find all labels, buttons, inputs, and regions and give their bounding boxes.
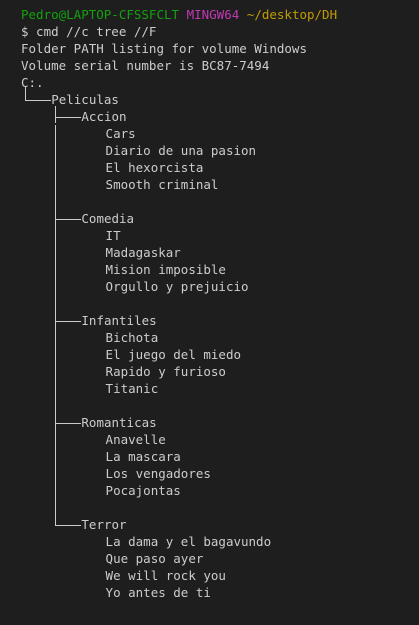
output-drive: C:.	[21, 75, 44, 90]
tree-connector	[54, 380, 56, 397]
tree-connector	[54, 227, 56, 244]
tree-connector	[54, 482, 56, 499]
file-item: Que paso ayer	[105, 551, 204, 566]
tree-connector	[54, 176, 56, 193]
folder-accion: Accion	[81, 109, 127, 124]
file-item: El juego del miedo	[105, 347, 242, 362]
tree-connector	[54, 414, 56, 431]
file-item: Titanic	[105, 381, 159, 396]
tree-connector	[54, 244, 56, 261]
file-item: Mision imposible	[105, 262, 226, 277]
tree-connector	[54, 106, 56, 123]
tree-connector	[54, 142, 56, 159]
folder-infantiles: Infantiles	[81, 313, 157, 328]
tree-connector	[54, 524, 82, 526]
root-folder: Peliculas	[51, 92, 119, 107]
prompt-path: ~/desktop/DH	[246, 7, 338, 22]
file-item: El hexorcista	[105, 160, 204, 175]
folder-terror: Terror	[81, 517, 127, 532]
output-header-2: Volume serial number is BC87-7494	[21, 58, 270, 73]
tree-connector	[54, 116, 82, 118]
tree-connector	[54, 210, 56, 227]
tree-connector	[54, 363, 56, 380]
file-item: Rapido y furioso	[105, 364, 226, 379]
tree-connector	[54, 422, 82, 424]
tree-connector	[24, 99, 52, 101]
tree-connector	[54, 159, 56, 176]
file-item: La dama y el bagavundo	[105, 534, 272, 549]
prompt-user-host: Pedro@LAPTOP-CFSSFCLT	[21, 7, 180, 22]
tree-connector	[54, 312, 56, 329]
tree-connector	[54, 320, 82, 322]
tree-connector	[54, 516, 56, 525]
tree-connector	[54, 295, 56, 312]
tree-connector	[54, 125, 56, 142]
file-item: Diario de una pasion	[105, 143, 257, 158]
tree-connector	[54, 261, 56, 278]
file-item: Cars	[105, 126, 136, 141]
tree-connector	[54, 448, 56, 465]
file-item: Anavelle	[105, 432, 166, 447]
file-item: We will rock you	[105, 568, 226, 583]
file-item: IT	[105, 228, 121, 243]
file-item: Smooth criminal	[105, 177, 219, 192]
tree-connector	[54, 346, 56, 363]
folder-comedia: Comedia	[81, 211, 135, 226]
tree-connector	[54, 329, 56, 346]
file-item: Los vengadores	[105, 466, 211, 481]
prompt-system: MINGW64	[186, 7, 240, 22]
tree-connector	[54, 465, 56, 482]
file-item: Madagaskar	[105, 245, 181, 260]
prompt-line: Pedro@LAPTOP-CFSSFCLT MINGW64 ~/desktop/…	[21, 6, 419, 23]
output-header-1: Folder PATH listing for volume Windows	[21, 41, 307, 56]
tree-connector	[54, 397, 56, 414]
tree-connector	[54, 431, 56, 448]
tree-connector	[54, 193, 56, 210]
file-item: Bichota	[105, 330, 159, 345]
tree-connector	[54, 499, 56, 516]
file-item: Pocajontas	[105, 483, 181, 498]
folder-romanticas: Romanticas	[81, 415, 157, 430]
file-item: Orgullo y prejuicio	[105, 279, 249, 294]
file-item: La mascara	[105, 449, 181, 464]
file-item: Yo antes de ti	[105, 585, 211, 600]
command-line: $ cmd //c tree //F	[21, 24, 157, 39]
tree-connector	[24, 87, 26, 100]
tree-connector	[54, 218, 82, 220]
tree-connector	[54, 278, 56, 295]
